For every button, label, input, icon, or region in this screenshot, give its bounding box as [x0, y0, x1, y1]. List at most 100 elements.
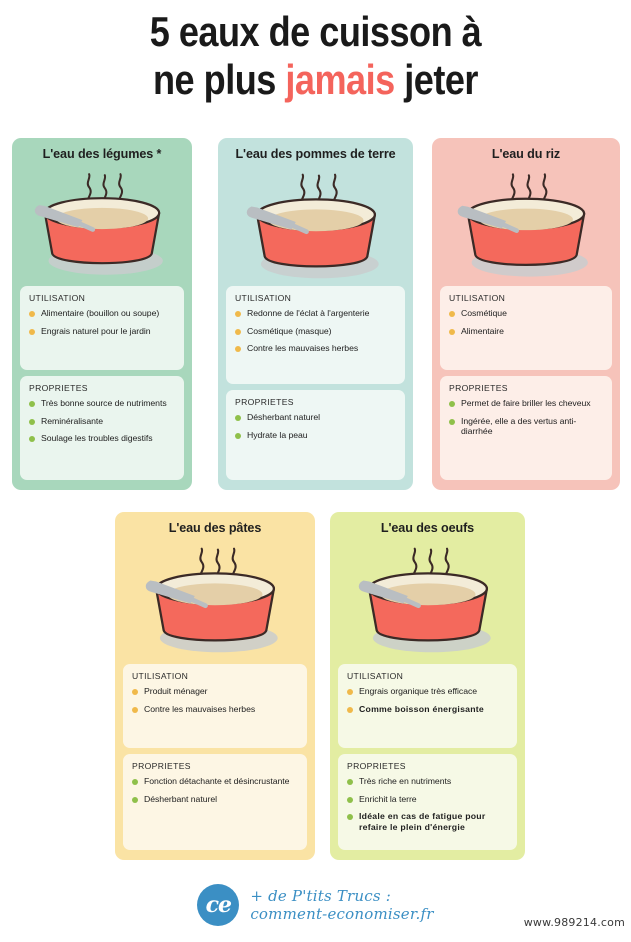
- bullet-dot-icon: [347, 706, 353, 713]
- bowl-illustration: [358, 547, 491, 653]
- proprietes-panel: PROPRIETES Très riche en nutriments Enri…: [338, 754, 517, 850]
- title-highlight-jamais: jamais: [285, 56, 395, 103]
- footer-line-2[interactable]: comment-economiser.fr: [250, 905, 434, 923]
- bullet-dot-icon: [235, 311, 241, 317]
- utilisation-text: Produit ménager: [144, 686, 208, 696]
- proprietes-heading: PROPRIETES: [347, 761, 406, 771]
- bullet-dot-icon: [29, 436, 35, 442]
- title-line-2-after: jeter: [394, 56, 478, 103]
- bowl-illustration: [246, 173, 379, 279]
- card-title: L'eau des pâtes: [168, 521, 262, 535]
- bullet-dot-icon: [132, 796, 138, 803]
- utilisation-text: Cosmétique (masque): [247, 325, 332, 336]
- spoon-icon: [457, 205, 519, 233]
- proprietes-text: Enrichit la terre: [359, 793, 417, 804]
- watermark: www.989214.com: [523, 916, 625, 929]
- utilisation-panel: UTILISATION Alimentaire (bouillon ou sou…: [20, 286, 184, 370]
- proprietes-heading: PROPRIETES: [235, 397, 294, 407]
- bullet-dot-icon: [132, 779, 138, 785]
- utilisation-text: Contre les mauvaises herbes: [247, 343, 359, 353]
- proprietes-item: Permet de faire briller les cheveux: [449, 398, 603, 409]
- proprietes-item: Ingérée, elle a des vertus anti-diarrhée: [449, 416, 603, 437]
- proprietes-heading: PROPRIETES: [132, 761, 191, 771]
- bullet-dot-icon: [449, 328, 455, 335]
- utilisation-panel: UTILISATION Engrais organique très effic…: [338, 664, 517, 748]
- proprietes-item: Très bonne source de nutriments: [29, 398, 175, 409]
- page-title: 5 eaux de cuisson à ne plus jamais jeter: [0, 8, 631, 104]
- bullet-dot-icon: [132, 689, 138, 695]
- card-3[interactable]: L'eau du riz UTILISATION Cosmétique Alim…: [432, 138, 620, 490]
- proprietes-panel: PROPRIETES Désherbant naturel Hydrate la…: [226, 390, 405, 480]
- footer-text: + de P'tits Trucs : comment-economiser.f…: [250, 887, 433, 923]
- bowl-area: [432, 161, 620, 283]
- utilisation-heading: UTILISATION: [235, 293, 292, 303]
- bullet-dot-icon: [235, 346, 241, 352]
- utilisation-panel: UTILISATION Produit ménager Contre les m…: [123, 664, 307, 748]
- proprietes-item: Très riche en nutriments: [347, 776, 508, 787]
- proprietes-item: Reminéralisante: [29, 416, 175, 427]
- proprietes-text: Soulage les troubles digestifs: [41, 433, 153, 443]
- bullet-dot-icon: [132, 706, 138, 713]
- bowl-illustration: [457, 173, 588, 277]
- card-4[interactable]: L'eau des pâtes UTILISATION Produit ména…: [115, 512, 315, 860]
- bullet-dot-icon: [235, 415, 241, 421]
- proprietes-panel: PROPRIETES Très bonne source de nutrimen…: [20, 376, 184, 480]
- utilisation-heading: UTILISATION: [132, 671, 189, 681]
- utilisation-item: Cosmétique: [449, 308, 603, 319]
- utilisation-text: Engrais organique très efficace: [359, 686, 478, 696]
- bowl-illustration: [145, 547, 278, 653]
- proprietes-text: Hydrate la peau: [247, 429, 308, 440]
- proprietes-item: Soulage les troubles digestifs: [29, 433, 175, 444]
- spoon-icon: [145, 580, 208, 609]
- bullet-dot-icon: [235, 328, 241, 335]
- bullet-dot-icon: [449, 401, 455, 407]
- proprietes-text: Idéale en cas de fatigue pour refaire le…: [359, 811, 486, 832]
- card-2[interactable]: L'eau des pommes de terre UTILISATION Re…: [218, 138, 413, 490]
- proprietes-heading: PROPRIETES: [449, 383, 508, 393]
- utilisation-panel: UTILISATION Cosmétique Alimentaire: [440, 286, 612, 370]
- utilisation-item: Contre les mauvaises herbes: [235, 343, 396, 354]
- bowl-area: [218, 161, 413, 283]
- utilisation-item: Alimentaire (bouillon ou soupe): [29, 308, 175, 319]
- utilisation-text: Comme boisson énergisante: [359, 703, 485, 714]
- utilisation-item: Comme boisson énergisante: [347, 704, 508, 715]
- card-5[interactable]: L'eau des oeufs UTILISATION Engrais orga…: [330, 512, 525, 860]
- title-line-2: ne plus jamais jeter: [44, 56, 587, 104]
- proprietes-text: Très riche en nutriments: [359, 776, 452, 786]
- proprietes-item: Désherbant naturel: [235, 412, 396, 423]
- utilisation-heading: UTILISATION: [449, 293, 506, 303]
- utilisation-item: Contre les mauvaises herbes: [132, 704, 298, 715]
- proprietes-text: Fonction détachante et désincrustante: [144, 776, 290, 786]
- utilisation-text: Cosmétique: [461, 308, 507, 318]
- footer-branding: ce + de P'tits Trucs : comment-economise…: [0, 884, 631, 926]
- utilisation-item: Redonne de l'éclat à l'argenterie: [235, 308, 396, 319]
- utilisation-heading: UTILISATION: [29, 293, 86, 303]
- card-1[interactable]: L'eau des légumes * UTILISATION Alimenta…: [12, 138, 192, 490]
- proprietes-heading: PROPRIETES: [29, 383, 88, 393]
- proprietes-text: Désherbant naturel: [144, 793, 217, 804]
- footer-line-1: + de P'tits Trucs :: [250, 887, 392, 905]
- proprietes-item: Désherbant naturel: [132, 794, 298, 805]
- utilisation-text: Alimentaire: [461, 325, 504, 336]
- proprietes-text: Ingérée, elle a des vertus anti-diarrhée: [461, 415, 577, 437]
- utilisation-item: Alimentaire: [449, 326, 603, 337]
- bullet-dot-icon: [29, 311, 35, 317]
- utilisation-text: Engrais naturel pour le jardin: [41, 325, 151, 336]
- bullet-dot-icon: [449, 418, 455, 425]
- bullet-dot-icon: [29, 328, 35, 335]
- utilisation-item: Produit ménager: [132, 686, 298, 697]
- proprietes-text: Désherbant naturel: [247, 412, 320, 422]
- proprietes-item: Hydrate la peau: [235, 430, 396, 441]
- bullet-dot-icon: [347, 779, 353, 785]
- spoon-icon: [246, 206, 309, 235]
- utilisation-item: Cosmétique (masque): [235, 326, 396, 337]
- card-title: L'eau des légumes *: [42, 147, 162, 161]
- proprietes-text: Reminéralisante: [41, 415, 104, 426]
- utilisation-text: Contre les mauvaises herbes: [144, 703, 256, 714]
- proprietes-item: Enrichit la terre: [347, 794, 508, 805]
- proprietes-panel: PROPRIETES Fonction détachante et désinc…: [123, 754, 307, 850]
- proprietes-text: Très bonne source de nutriments: [41, 398, 167, 408]
- bowl-area: [330, 535, 525, 657]
- bowl-illustration: [34, 173, 163, 275]
- utilisation-item: Engrais organique très efficace: [347, 686, 508, 697]
